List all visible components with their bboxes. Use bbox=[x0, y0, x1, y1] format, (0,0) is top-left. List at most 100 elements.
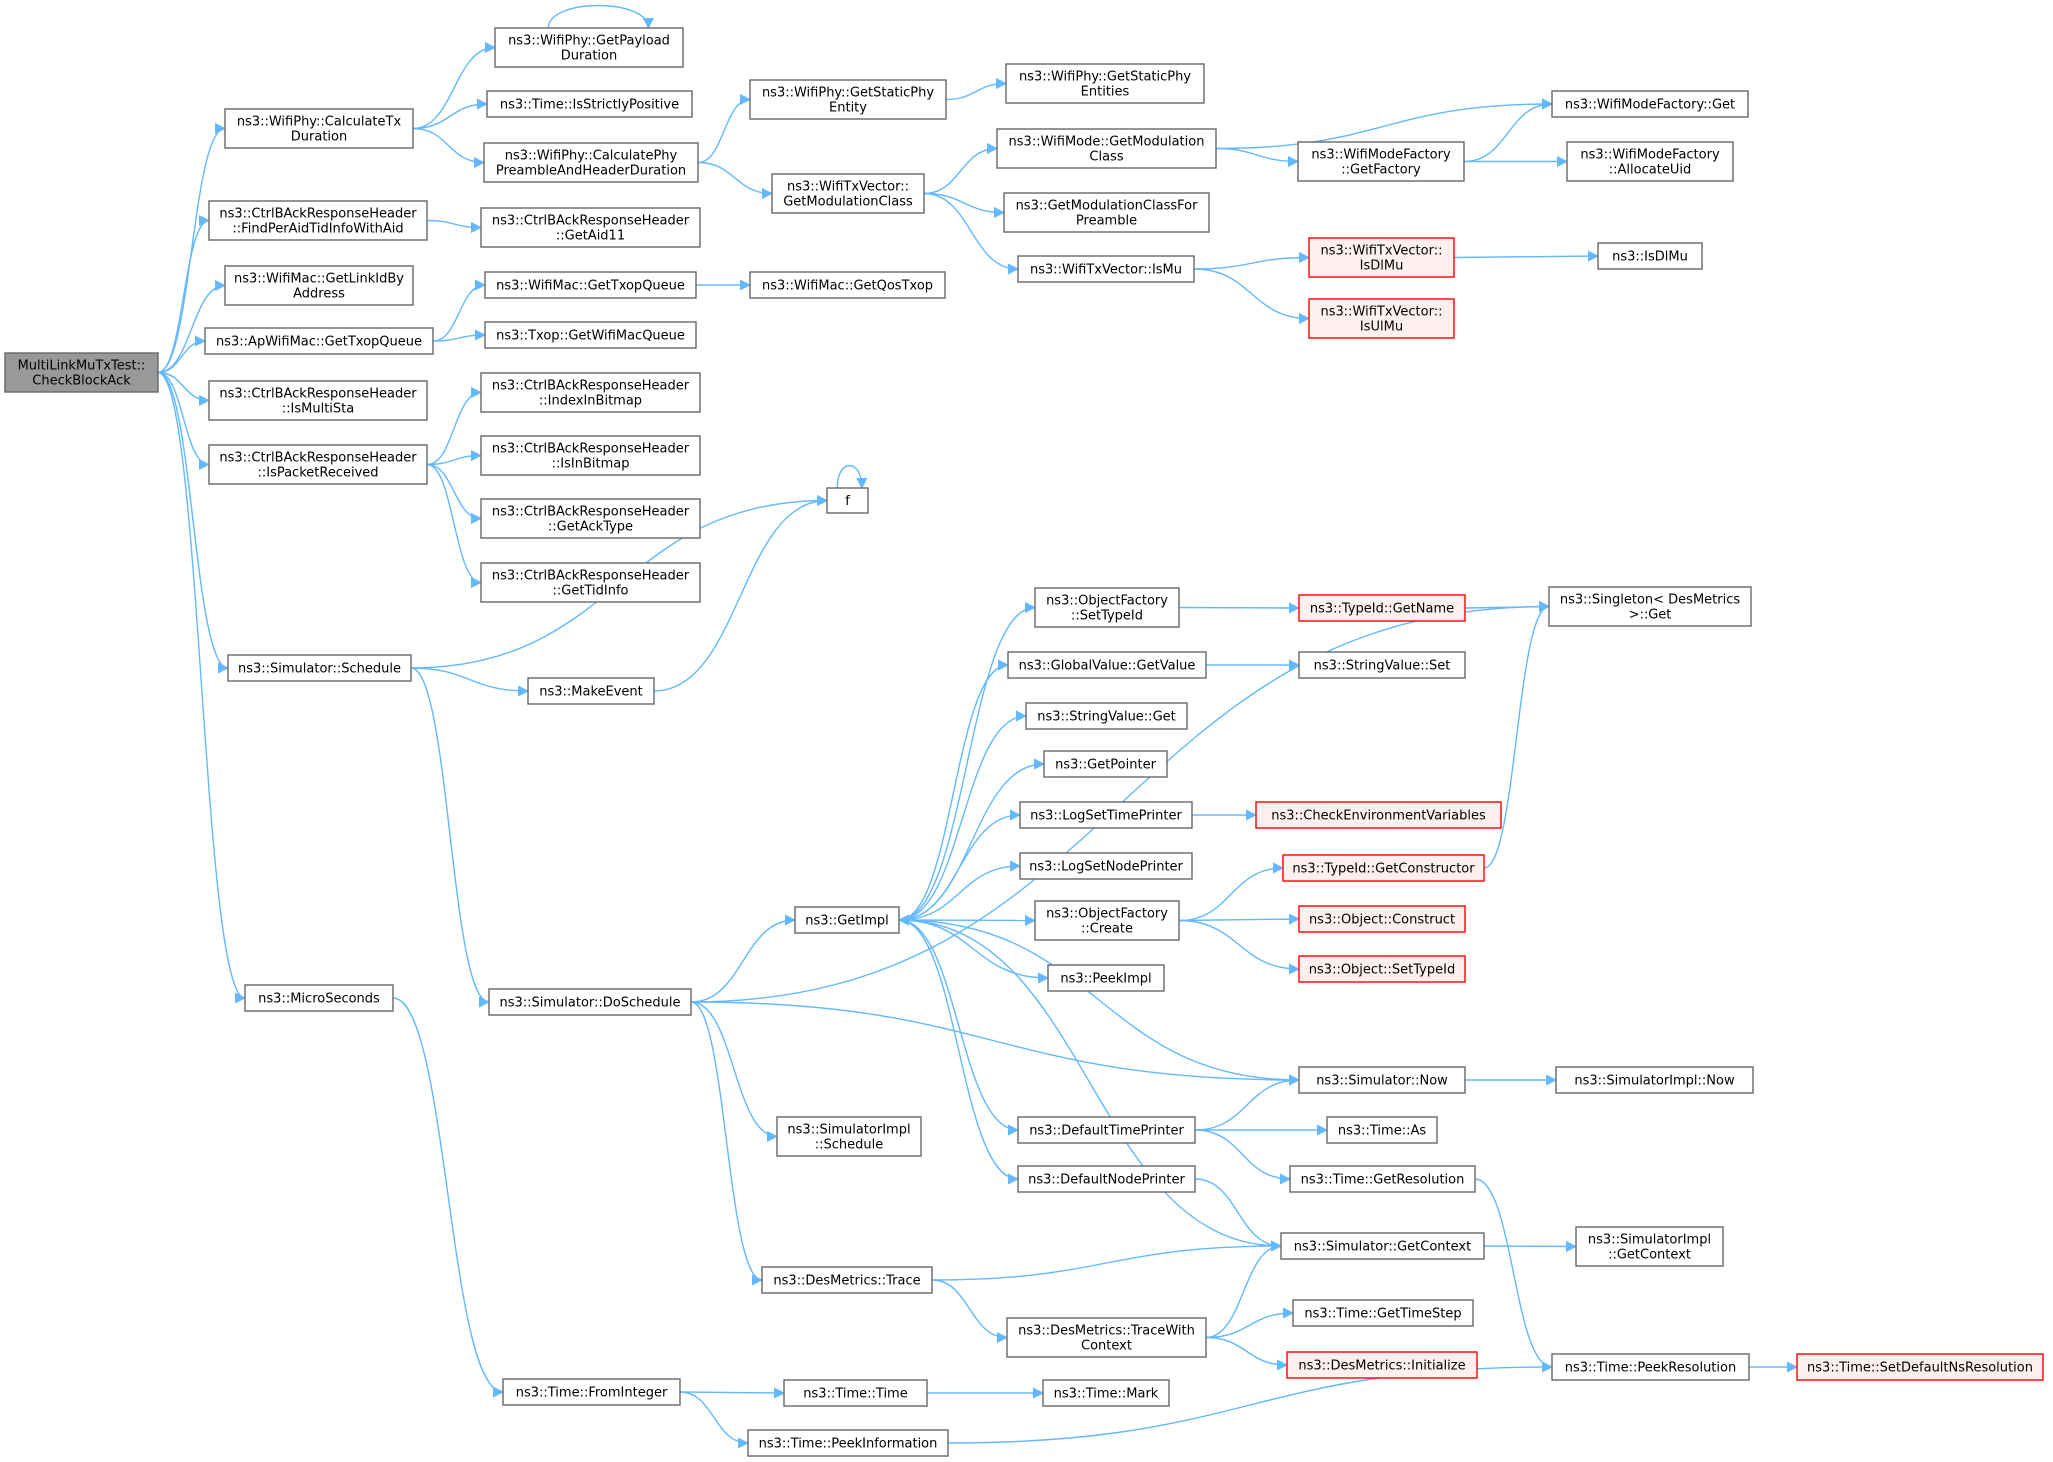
node-f[interactable]: f bbox=[826, 487, 869, 514]
node-mfGet[interactable]: ns3::WifiModeFactory::Get bbox=[1551, 90, 1749, 118]
node-peekImpl[interactable]: ns3::PeekImpl bbox=[1047, 964, 1165, 992]
node-simGetContext[interactable]: ns3::Simulator::GetContext bbox=[1280, 1232, 1485, 1260]
node-defNodePrinter[interactable]: ns3::DefaultNodePrinter bbox=[1017, 1165, 1196, 1193]
node-root[interactable]: MultiLinkMuTxTest::CheckBlockAck bbox=[4, 352, 159, 393]
node-logSetTime[interactable]: ns3::LogSetTimePrinter bbox=[1019, 801, 1193, 829]
node-label: ns3::Simulator::DoSchedule bbox=[499, 996, 680, 1011]
node-label: Context bbox=[1081, 1339, 1132, 1354]
node-timeAs[interactable]: ns3::Time::As bbox=[1326, 1116, 1438, 1144]
node-box bbox=[484, 271, 697, 299]
node-simImplGetContext[interactable]: ns3::SimulatorImpl::GetContext bbox=[1575, 1226, 1724, 1267]
node-simNow[interactable]: ns3::Simulator::Now bbox=[1298, 1066, 1466, 1094]
node-defTimePrinter[interactable]: ns3::DefaultTimePrinter bbox=[1017, 1116, 1196, 1144]
node-schedule[interactable]: ns3::Simulator::Schedule bbox=[227, 654, 412, 682]
node-timeGetTimeStep[interactable]: ns3::Time::GetTimeStep bbox=[1292, 1299, 1474, 1327]
node-calcPhyPre[interactable]: ns3::WifiPhy::CalculatePhyPreambleAndHea… bbox=[483, 142, 699, 183]
node-timeMark[interactable]: ns3::Time::Mark bbox=[1042, 1379, 1170, 1407]
node-timeTime[interactable]: ns3::Time::Time bbox=[783, 1379, 928, 1407]
node-dmInit[interactable]: ns3::DesMetrics::Initialize bbox=[1286, 1351, 1478, 1379]
node-label: ns3::SimulatorImpl bbox=[787, 1123, 910, 1138]
node-logSetNode[interactable]: ns3::LogSetNodePrinter bbox=[1019, 852, 1193, 880]
node-label: ns3::Time::GetResolution bbox=[1301, 1173, 1465, 1188]
node-getAid11[interactable]: ns3::CtrlBAckResponseHeader::GetAid11 bbox=[480, 207, 701, 248]
node-typeIdGetCtor[interactable]: ns3::TypeId::GetConstructor bbox=[1282, 854, 1485, 882]
node-getTidInfo[interactable]: ns3::CtrlBAckResponseHeader::GetTidInfo bbox=[480, 562, 701, 603]
node-peekInfo[interactable]: ns3::Time::PeekInformation bbox=[747, 1429, 949, 1457]
node-label: PreambleAndHeaderDuration bbox=[496, 164, 686, 179]
node-macGetTxop[interactable]: ns3::WifiMac::GetTxopQueue bbox=[484, 271, 697, 299]
node-objSetTypeId[interactable]: ns3::Object::SetTypeId bbox=[1298, 955, 1466, 983]
node-peekRes[interactable]: ns3::Time::PeekResolution bbox=[1551, 1353, 1750, 1381]
node-objConstruct[interactable]: ns3::Object::Construct bbox=[1298, 905, 1466, 933]
node-microSeconds[interactable]: ns3::MicroSeconds bbox=[244, 984, 394, 1012]
node-setDefNsRes[interactable]: ns3::Time::SetDefaultNsResolution bbox=[1796, 1353, 2044, 1381]
node-getImpl[interactable]: ns3::GetImpl bbox=[794, 906, 900, 934]
node-dmTrace[interactable]: ns3::DesMetrics::Trace bbox=[761, 1266, 933, 1294]
node-txvIsMu[interactable]: ns3::WifiTxVector::IsMu bbox=[1017, 255, 1195, 283]
node-isMultiSta[interactable]: ns3::CtrlBAckResponseHeader::IsMultiSta bbox=[208, 380, 428, 421]
node-timeGetRes[interactable]: ns3::Time::GetResolution bbox=[1289, 1165, 1476, 1193]
node-makeEvent[interactable]: ns3::MakeEvent bbox=[527, 677, 655, 705]
node-gvGetValue[interactable]: ns3::GlobalValue::GetValue bbox=[1007, 651, 1207, 679]
node-box bbox=[749, 271, 946, 299]
node-label: ns3::WifiMode::GetModulation bbox=[1009, 135, 1205, 150]
node-txvIsDlMu[interactable]: ns3::WifiTxVector::IsDlMu bbox=[1308, 237, 1455, 278]
node-box bbox=[1005, 63, 1205, 104]
edge-dmTraceWith-to-timeGetTimeStep bbox=[1205, 1307, 1295, 1339]
node-label: ns3::Simulator::GetContext bbox=[1294, 1240, 1471, 1255]
node-mfAllocUid[interactable]: ns3::WifiModeFactory::AllocateUid bbox=[1566, 141, 1734, 182]
node-isInBitmap[interactable]: ns3::CtrlBAckResponseHeader::IsInBitmap bbox=[480, 435, 701, 476]
node-box bbox=[224, 265, 414, 306]
node-svGet[interactable]: ns3::StringValue::Get bbox=[1025, 702, 1188, 730]
node-modeGetModClass[interactable]: ns3::WifiMode::GetModulationClass bbox=[996, 128, 1217, 169]
node-label: ns3::Simulator::Now bbox=[1316, 1074, 1448, 1089]
node-getWifiMacQueue[interactable]: ns3::Txop::GetWifiMacQueue bbox=[484, 321, 697, 349]
node-box bbox=[1575, 1226, 1724, 1267]
node-checkEnv[interactable]: ns3::CheckEnvironmentVariables bbox=[1255, 801, 1502, 829]
node-isPktRecv[interactable]: ns3::CtrlBAckResponseHeader::IsPacketRec… bbox=[208, 444, 428, 485]
node-getAckType[interactable]: ns3::CtrlBAckResponseHeader::GetAckType bbox=[480, 498, 701, 539]
node-box bbox=[1548, 586, 1752, 627]
node-typeIdGetName[interactable]: ns3::TypeId::GetName bbox=[1298, 594, 1466, 622]
edge-doSchedule-to-simImplSchedule bbox=[690, 1001, 779, 1143]
node-ofSetTypeId[interactable]: ns3::ObjectFactory::SetTypeId bbox=[1034, 587, 1180, 628]
node-label: CheckBlockAck bbox=[32, 374, 131, 389]
node-label: ns3::DefaultNodePrinter bbox=[1028, 1173, 1185, 1188]
node-doSchedule[interactable]: ns3::Simulator::DoSchedule bbox=[488, 988, 692, 1016]
node-label: ns3::CtrlBAckResponseHeader bbox=[492, 214, 690, 229]
node-isDlMu[interactable]: ns3::IsDlMu bbox=[1597, 242, 1703, 270]
edge-getImpl-to-getPointer bbox=[898, 758, 1046, 921]
node-ofCreate[interactable]: ns3::ObjectFactory::Create bbox=[1034, 900, 1180, 941]
node-label: ns3::CtrlBAckResponseHeader bbox=[219, 387, 417, 402]
node-box bbox=[1034, 587, 1180, 628]
node-txvGetModClass[interactable]: ns3::WifiTxVector::GetModulationClass bbox=[771, 173, 925, 214]
node-indexInBitmap[interactable]: ns3::CtrlBAckResponseHeader::IndexInBitm… bbox=[480, 372, 701, 413]
node-txvIsUlMu[interactable]: ns3::WifiTxVector::IsUlMu bbox=[1308, 298, 1455, 339]
node-box bbox=[1289, 1165, 1476, 1193]
node-singletonGet[interactable]: ns3::Singleton< DesMetrics>::Get bbox=[1548, 586, 1752, 627]
node-apGetTxop[interactable]: ns3::ApWifiMac::GetTxopQueue bbox=[204, 327, 434, 355]
node-mfGetFactory[interactable]: ns3::WifiModeFactory::GetFactory bbox=[1297, 141, 1465, 182]
edge-ofCreate-to-typeIdGetCtor bbox=[1178, 862, 1285, 922]
node-getPointer[interactable]: ns3::GetPointer bbox=[1043, 750, 1168, 778]
node-fromInteger[interactable]: ns3::Time::FromInteger bbox=[502, 1378, 681, 1406]
node-getQosTxop[interactable]: ns3::WifiMac::GetQosTxop bbox=[749, 271, 946, 299]
node-isStrictly[interactable]: ns3::Time::IsStrictlyPositive bbox=[486, 90, 693, 118]
node-box bbox=[1551, 90, 1749, 118]
node-simImplNow[interactable]: ns3::SimulatorImpl::Now bbox=[1555, 1066, 1754, 1094]
node-box bbox=[1043, 750, 1168, 778]
node-simImplSchedule[interactable]: ns3::SimulatorImpl::Schedule bbox=[776, 1116, 922, 1157]
edge-defTimePrinter-to-simNow bbox=[1194, 1074, 1301, 1131]
node-svSet[interactable]: ns3::StringValue::Set bbox=[1298, 651, 1466, 679]
node-box bbox=[204, 327, 434, 355]
node-findPerAid[interactable]: ns3::CtrlBAckResponseHeader::FindPerAidT… bbox=[208, 200, 428, 241]
node-label: GetModulationClass bbox=[783, 195, 913, 210]
